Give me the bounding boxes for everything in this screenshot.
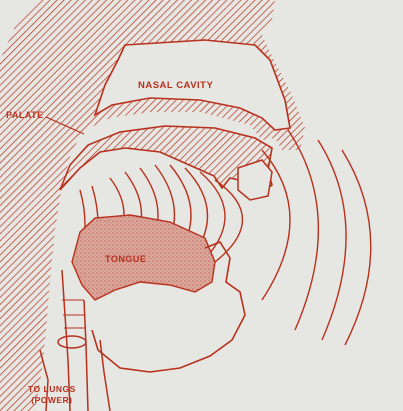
palate-label: PALATE xyxy=(6,110,44,120)
tongue-label: TONGUE xyxy=(105,254,146,264)
upper-lip xyxy=(238,160,272,200)
power-text: (POWER) xyxy=(28,395,76,406)
to-lungs-text: TO LUNGS xyxy=(28,384,76,395)
lungs-label: TO LUNGS (POWER) xyxy=(28,384,76,406)
nasal-cavity-label: NASAL CAVITY xyxy=(138,80,213,91)
